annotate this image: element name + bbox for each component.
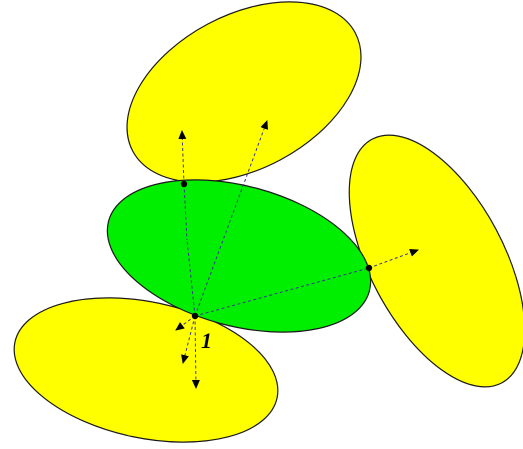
arrow-point1-to-right — [194, 267, 370, 317]
arrow-point1-to-top — [186, 239, 196, 317]
contact-point-right — [365, 264, 373, 272]
ellipse-right — [348, 134, 523, 388]
point-label: 1 — [201, 328, 212, 353]
ellipse-bottom-left — [13, 297, 279, 443]
ellipse-center — [106, 179, 372, 333]
arrow-top-b — [183, 183, 188, 241]
arrow-point1-upper — [194, 120, 268, 317]
arrow-point1-down — [191, 315, 200, 389]
contact-point-top — [180, 180, 188, 188]
arrow-top-a — [178, 130, 187, 185]
arrow-point1-downleft — [181, 315, 196, 364]
arrow-point1-left — [175, 315, 196, 331]
contact-point-1 — [191, 312, 199, 320]
